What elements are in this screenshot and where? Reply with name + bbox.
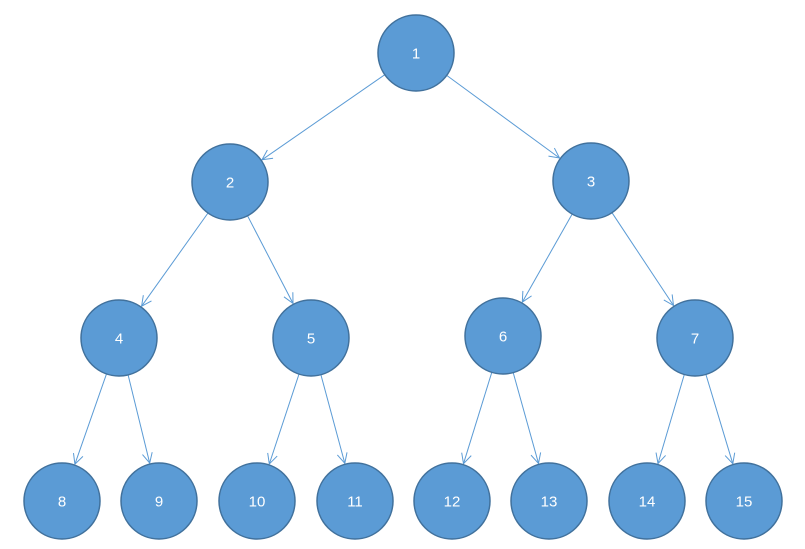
tree-node-11: 11 [316,462,394,540]
node-circle [316,462,394,540]
node-circle [80,299,158,377]
edge-n2-to-n5 [247,215,294,304]
node-circle [656,299,734,377]
tree-node-6: 6 [464,297,542,375]
node-label: 11 [347,494,363,511]
node-circle [377,14,455,92]
edge-n1-to-n3 [446,74,560,158]
node-label: 2 [226,175,234,192]
node-label: 15 [736,494,753,511]
node-label: 4 [115,331,123,348]
edge-n2-to-n4 [142,212,209,306]
node-circle [191,143,269,221]
node-label: 13 [541,494,558,511]
tree-node-10: 10 [218,462,296,540]
node-label: 5 [307,331,315,348]
node-circle [272,299,350,377]
node-label: 8 [58,494,66,511]
node-circle [552,142,630,220]
edge-n1-to-n2 [262,74,386,160]
tree-node-8: 8 [23,462,101,540]
edge-n5-to-n10 [269,373,300,464]
node-label: 3 [587,174,595,191]
tree-node-1: 1 [377,14,455,92]
node-label: 12 [444,494,461,511]
edge-n4-to-n9 [127,374,150,463]
node-circle [218,462,296,540]
tree-node-9: 9 [120,462,198,540]
tree-node-2: 2 [191,143,269,221]
edge-n6-to-n12 [464,372,493,463]
node-label: 7 [691,331,699,348]
edge-n4-to-n8 [75,373,107,464]
edge-n7-to-n14 [658,374,685,464]
node-circle [120,462,198,540]
edge-n5-to-n11 [320,374,345,464]
tree-node-15: 15 [705,462,783,540]
edge-n6-to-n13 [512,372,538,464]
node-label: 14 [639,494,656,511]
tree-node-4: 4 [80,299,158,377]
edge-n3-to-n6 [522,213,573,302]
tree-node-13: 13 [510,462,588,540]
tree-node-14: 14 [608,462,686,540]
node-circle [413,462,491,540]
tree-node-7: 7 [656,299,734,377]
node-label: 10 [249,494,266,511]
edges-layer [75,74,733,465]
tree-node-5: 5 [272,299,350,377]
node-label: 9 [155,494,163,511]
node-circle [510,462,588,540]
tree-node-12: 12 [413,462,491,540]
edge-n7-to-n15 [705,374,733,463]
node-circle [608,462,686,540]
node-label: 6 [499,329,507,346]
node-circle [464,297,542,375]
node-circle [23,462,101,540]
tree-node-3: 3 [552,142,630,220]
edge-n3-to-n7 [611,212,674,306]
node-label: 1 [412,46,420,63]
node-circle [705,462,783,540]
